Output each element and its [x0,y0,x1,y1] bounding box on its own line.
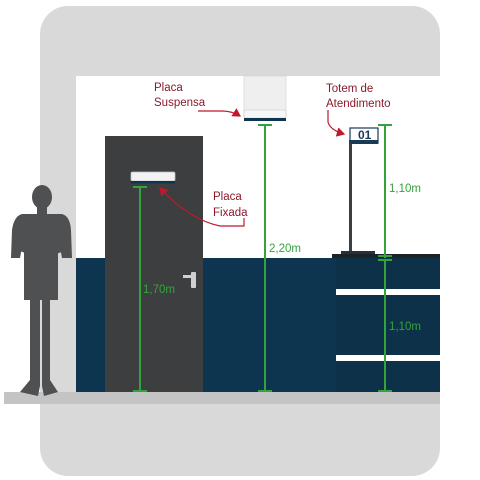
fixed-sign-height-label: 1,70m [143,284,175,296]
totem-number: 01 [358,128,372,142]
hanging-sign-height-label: 2,20m [269,243,301,255]
counter-height-label: 1,10m [389,321,421,333]
totem-label-line2: Atendimento [326,98,391,110]
fixed-sign-label-line1: Placa [213,191,242,203]
measure-hanging-sign [258,124,272,392]
service-totem: 01 [341,127,379,254]
hanging-sign-label-line1: Placa [154,82,183,94]
hanging-sign-callout-arrow [198,108,242,117]
floor-strip [4,392,440,404]
fixed-sign [130,171,176,184]
hanging-sign [243,75,287,121]
measure-counter [378,260,392,392]
hanging-sign-label-line2: Suspensa [154,97,206,109]
door-handle [191,272,196,288]
totem-label-line1: Totem de [326,83,373,95]
service-counter [332,254,440,392]
person-silhouette [11,185,72,396]
totem-height-label: 1,10m [389,183,421,195]
measure-fixed-sign [133,186,147,392]
fixed-sign-label-line2: Fixada [213,207,248,219]
fixed-sign-callout-arrow [159,187,245,227]
totem-callout-arrow [327,110,346,137]
